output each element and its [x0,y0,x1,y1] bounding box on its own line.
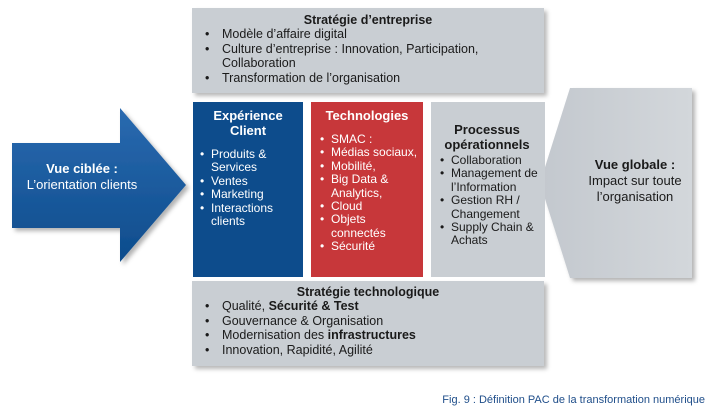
list-item: Médias sociaux, [320,145,419,160]
column-process-title: Processus opérationnels [444,122,530,152]
left-arrow-subtitle: L’orientation clients [26,177,138,192]
list-item: Supply Chain & Achats [440,220,543,248]
list-item: Gouvernance & Organisation [205,313,536,329]
top-box-title: Stratégie d’entreprise [303,13,433,27]
left-arrow-label: Vue ciblée : L’orientation clients [14,161,150,193]
list-item: Marketing [200,187,297,202]
list-item: Cloud [320,199,419,214]
list-item: Culture d’entreprise : Innovation, Parti… [205,42,536,71]
list-item: Gestion RH / Changement [440,194,543,221]
list-item: Modèle d’affaire digital [205,27,536,42]
list-item: Produits & Services [200,147,297,175]
figure-caption: Fig. 9 : Définition PAC de la transforma… [442,394,705,406]
column-tech-list: SMAC : Médias sociaux, Mobilité, Big Dat… [320,132,419,254]
list-item: Mobilité, [320,159,419,174]
column-operational-processes: Processus opérationnels Collaboration Ma… [431,102,545,277]
bottom-strategy-box: Stratégie technologique Qualité, Sécurit… [192,281,544,366]
list-item: Objets connectés [320,213,419,240]
column-technologies: Technologies SMAC : Médias sociaux, Mobi… [311,102,423,277]
item-bold-text: Sécurité & Test [268,299,359,313]
bottom-box-list: Qualité, Sécurité & Test Gouvernance & O… [205,299,536,358]
list-item: Management de l’Information [440,167,543,194]
item-bold-text: infrastructures [327,328,416,342]
right-arrow-title: Vue globale : [594,157,676,172]
item-text: Innovation, Rapidité, Agilité [222,342,373,357]
column-client-experience: Expérience Client Produits & Services Ve… [193,102,303,277]
top-box-list: Modèle d’affaire digital Culture d’entre… [205,27,536,86]
list-item: Big Data & Analytics, [320,173,419,200]
list-item: Interactions clients [200,201,297,229]
column-client-list: Produits & Services Ventes Marketing Int… [200,147,297,229]
item-text: Qualité, [222,299,269,313]
list-item: Ventes [200,174,297,189]
bottom-box-title: Stratégie technologique [296,285,440,299]
column-client-title: Expérience Client [213,108,283,138]
top-strategy-box: Stratégie d’entreprise Modèle d’affaire … [192,8,544,93]
right-arrow-label: Vue globale : Impact sur toute l’organis… [585,157,685,205]
column-tech-title: Technologies [325,108,409,123]
list-item: Sécurité [320,239,419,254]
item-text: Modernisation des [222,328,328,342]
list-item: Innovation, Rapidité, Agilité [205,342,536,358]
list-item: SMAC : [320,132,419,147]
list-item: Collaboration [440,153,543,168]
column-process-list: Collaboration Management de l’Informatio… [440,153,543,248]
list-item: Qualité, Sécurité & Test [205,299,536,314]
item-text: Gouvernance & Organisation [222,313,384,328]
left-arrow-title: Vue ciblée : [46,161,118,176]
right-arrow-subtitle: Impact sur toute l’organisation [588,173,682,204]
list-item: Transformation de l’organisation [205,71,536,86]
list-item: Modernisation des infrastructures [205,328,536,343]
